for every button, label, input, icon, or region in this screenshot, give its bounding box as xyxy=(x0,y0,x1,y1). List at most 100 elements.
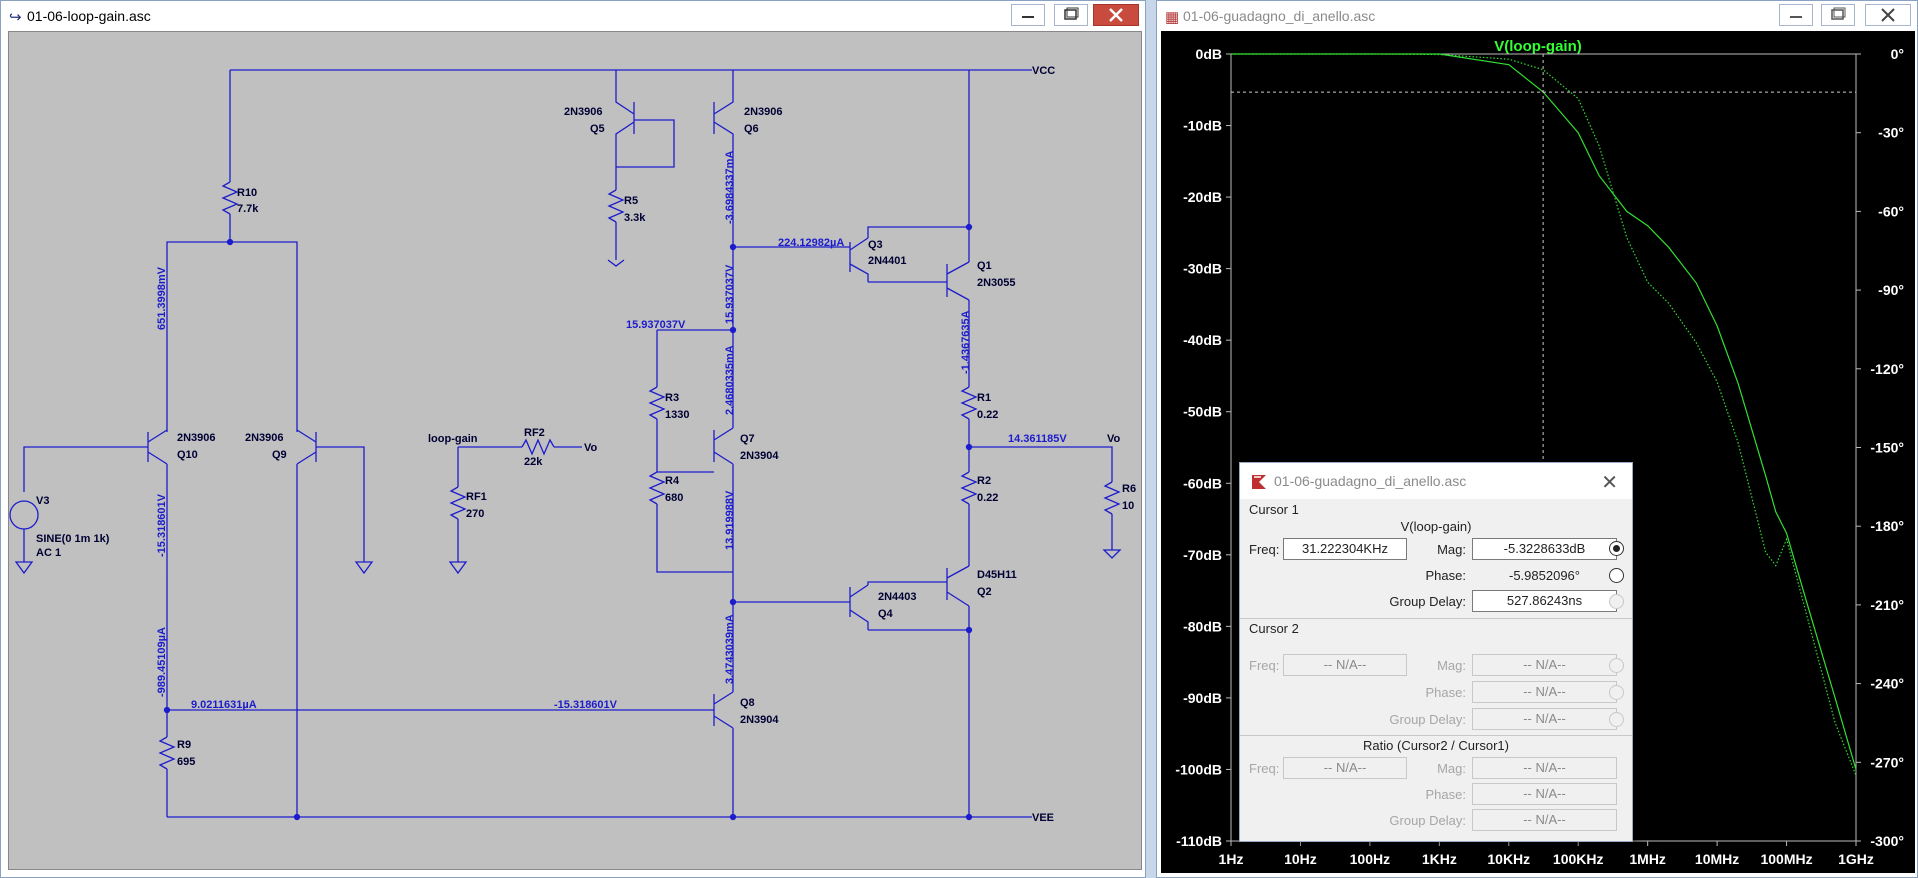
cursor1-freq-field[interactable]: 31.222304KHz xyxy=(1283,538,1407,560)
cursor2-phase-label: Phase: xyxy=(1425,685,1466,700)
cursor-dialog: 01-06-guadagno_di_anello.asc ✕ Cursor 1 … xyxy=(1239,462,1633,842)
y-right-tick-label: -300° xyxy=(1870,833,1904,849)
minimize-button[interactable] xyxy=(1011,4,1045,26)
ltspice-icon xyxy=(1250,473,1268,494)
op-vo-voltage: 14.361185V xyxy=(1008,433,1067,445)
source-v3 xyxy=(9,500,39,530)
cursor2-phase-radio[interactable] xyxy=(1609,685,1624,700)
label-q8-model: 2N3904 xyxy=(740,714,779,726)
label-r3: R3 xyxy=(665,392,679,404)
label-r5: R5 xyxy=(624,195,638,207)
label-v3-value: SINE(0 1m 1k) xyxy=(36,533,110,545)
y-left-tick-label: -50dB xyxy=(1183,404,1222,420)
ratio-phase-label: Phase: xyxy=(1425,787,1466,802)
op-node-voltage-2: 15.937037V xyxy=(724,264,736,324)
resistor-r6 xyxy=(1103,481,1121,515)
x-tick-label: 1KHz xyxy=(1422,851,1457,867)
separator xyxy=(1240,618,1632,619)
label-r4-value: 680 xyxy=(665,492,683,504)
label-rf2-value: 22k xyxy=(524,456,543,468)
maximize-button[interactable] xyxy=(1054,4,1088,26)
y-left-tick-label: -40dB xyxy=(1183,332,1222,348)
cursor2-freq-label: Freq: xyxy=(1249,658,1280,673)
label-r6: R6 xyxy=(1122,483,1136,495)
label-rf2: RF2 xyxy=(524,427,545,439)
cursor2-phase-field[interactable]: -- N/A-- xyxy=(1472,681,1617,703)
y-right-tick-label: -120° xyxy=(1870,361,1904,377)
cursor-dialog-titlebar[interactable]: 01-06-guadagno_di_anello.asc ✕ xyxy=(1240,463,1632,499)
label-vcc: VCC xyxy=(1032,65,1055,77)
label-q9: Q9 xyxy=(272,449,287,461)
ratio-group-delay-field[interactable]: -- N/A-- xyxy=(1472,809,1617,831)
cursor1-phase-radio[interactable] xyxy=(1609,568,1624,583)
resistor-r9 xyxy=(158,736,176,770)
schematic-canvas[interactable]: VCC VEE R10 7.7k 2N3906 Q5 2N3906 Q6 R5 … xyxy=(8,31,1142,870)
bode-plot[interactable]: V(loop-gain) 0dB-10dB-20dB-30dB-40dB-50d… xyxy=(1161,31,1915,873)
label-r9-value: 695 xyxy=(177,756,195,768)
close-button[interactable] xyxy=(1093,4,1139,26)
plot-maximize-button[interactable] xyxy=(1821,4,1855,26)
x-tick-label: 1MHz xyxy=(1629,851,1666,867)
resistor-r1 xyxy=(960,386,978,420)
ratio-mag-field[interactable]: -- N/A-- xyxy=(1472,757,1617,779)
y-left-tick-label: -100dB xyxy=(1175,761,1222,777)
label-r2: R2 xyxy=(977,475,991,487)
cursor2-group-delay-radio[interactable] xyxy=(1609,712,1624,727)
label-r10-value: 7.7k xyxy=(237,203,259,215)
schematic-titlebar[interactable]: ↪ 01-06-loop-gain.asc xyxy=(1,1,1145,31)
label-q1-model: 2N3055 xyxy=(977,277,1016,289)
label-vo: Vo xyxy=(1107,433,1121,445)
label-r3-value: 1330 xyxy=(665,409,689,421)
label-rf1: RF1 xyxy=(466,491,487,503)
cursor1-header: Cursor 1 xyxy=(1249,502,1299,517)
cursor1-mag-radio[interactable] xyxy=(1609,541,1624,556)
x-tick-label: 100KHz xyxy=(1553,851,1604,867)
cursor2-freq-field[interactable]: -- N/A-- xyxy=(1283,654,1407,676)
label-v3: V3 xyxy=(36,495,49,507)
resistor-rf2 xyxy=(521,438,555,456)
label-q10-model: 2N3906 xyxy=(177,432,216,444)
op-q8-base-voltage: -15.318601V xyxy=(554,699,618,711)
close-icon[interactable]: ✕ xyxy=(1601,472,1618,494)
schematic-window: ↪ 01-06-loop-gain.asc xyxy=(0,0,1146,878)
op-q8-current: 3.4743039mA xyxy=(724,614,736,684)
y-right-tick-label: -30° xyxy=(1878,125,1904,141)
label-r4: R4 xyxy=(665,475,680,487)
y-right-tick-label: -210° xyxy=(1870,597,1904,613)
ratio-phase-field[interactable]: -- N/A-- xyxy=(1472,783,1617,805)
cursor2-mag-field[interactable]: -- N/A-- xyxy=(1472,654,1617,676)
phase-trace xyxy=(1231,53,1857,776)
cursor1-mag-field[interactable]: -5.3228633dB xyxy=(1472,538,1617,560)
op-bias-current: 9.0211631µA xyxy=(191,699,257,711)
label-q9-model: 2N3906 xyxy=(245,432,284,444)
op-r10-voltage: 651.3998mV xyxy=(156,266,168,330)
cursor1-trace-name: V(loop-gain) xyxy=(1400,519,1472,534)
cursor1-group-delay-radio[interactable] xyxy=(1609,594,1624,609)
op-q10-voltage: -15.318601V xyxy=(156,493,168,557)
cursor1-mag-label: Mag: xyxy=(1437,542,1466,557)
label-r9: R9 xyxy=(177,739,191,751)
cursor2-group-delay-field[interactable]: -- N/A-- xyxy=(1472,708,1617,730)
cursor1-group-delay-field[interactable]: 527.86243ns xyxy=(1472,590,1617,612)
label-q1: Q1 xyxy=(977,260,992,272)
cursor2-group-delay-label: Group Delay: xyxy=(1389,712,1466,727)
plot-close-button[interactable] xyxy=(1865,4,1911,26)
y-left-tick-label: -90dB xyxy=(1183,690,1222,706)
label-q10: Q10 xyxy=(177,449,198,461)
y-left-tick-label: -80dB xyxy=(1183,618,1222,634)
y-right-tick-label: -150° xyxy=(1870,440,1904,456)
x-tick-label: 100MHz xyxy=(1760,851,1812,867)
cursor2-mag-radio[interactable] xyxy=(1609,658,1624,673)
ratio-group-delay-label: Group Delay: xyxy=(1389,813,1466,828)
window-splitter[interactable] xyxy=(1146,0,1156,878)
schematic-window-title: 01-06-loop-gain.asc xyxy=(27,8,151,24)
label-q5: Q5 xyxy=(590,123,605,135)
plot-minimize-button[interactable] xyxy=(1779,4,1813,26)
op-q10-current: -989.45109µA xyxy=(156,627,168,697)
plot-titlebar[interactable]: ▦ 01-06-guadagno_di_anello.asc xyxy=(1157,1,1917,31)
y-left-tick-label: -20dB xyxy=(1183,189,1222,205)
label-loop-gain: loop-gain xyxy=(428,433,478,445)
trace-label[interactable]: V(loop-gain) xyxy=(1494,38,1581,55)
ratio-freq-field[interactable]: -- N/A-- xyxy=(1283,757,1407,779)
label-q7-model: 2N3904 xyxy=(740,450,779,462)
